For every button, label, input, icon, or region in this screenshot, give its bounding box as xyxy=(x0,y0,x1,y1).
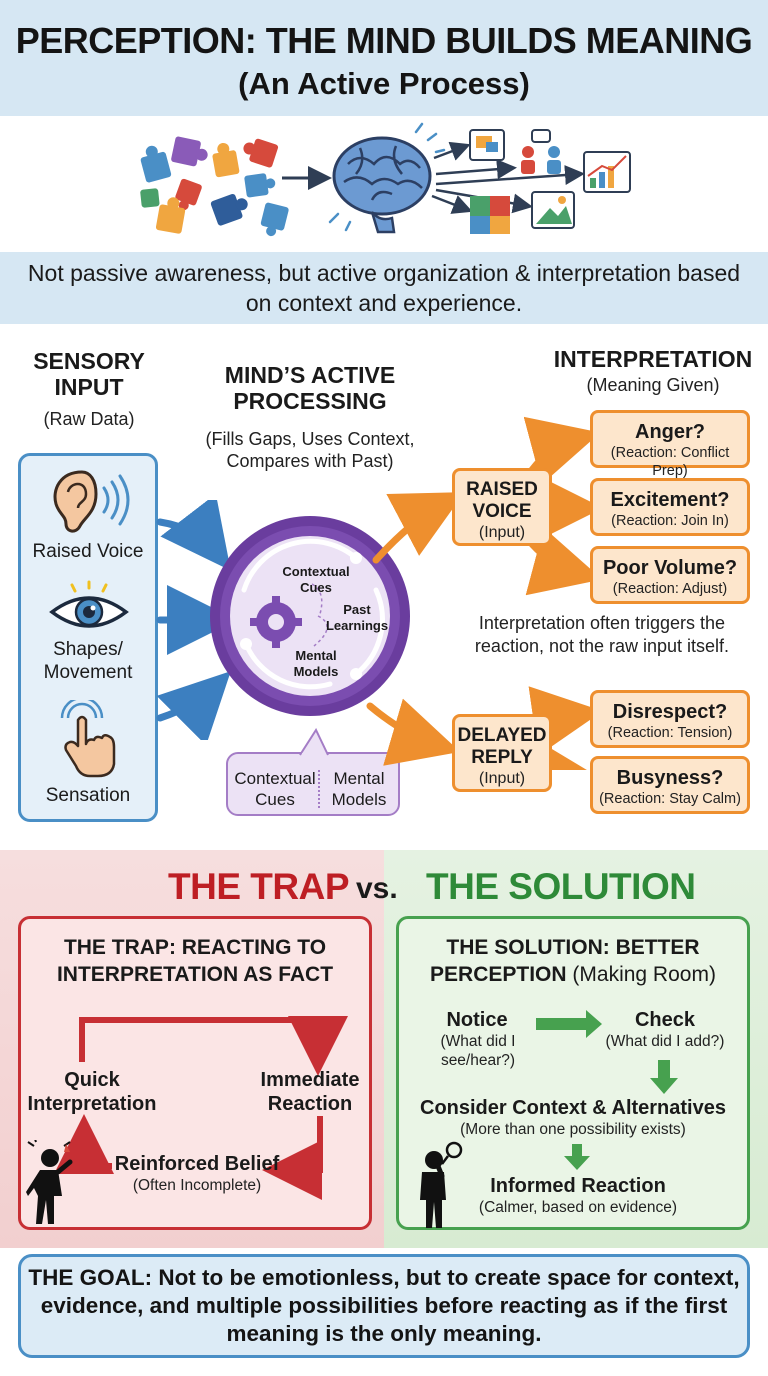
trap-title-line2: INTERPRETATION AS FACT xyxy=(56,963,334,986)
growth-chart-icon xyxy=(583,151,631,193)
touch-hand-icon xyxy=(60,700,116,778)
goal-text: THE GOAL: Not to be emotionless, but to … xyxy=(28,1265,740,1346)
processing-subheading-line1: (Fills Gaps, Uses Context, xyxy=(205,429,415,449)
sense-label-shapes-movement: Shapes/ Movement xyxy=(43,639,133,683)
page-title: PERCEPTION: THE MIND BUILDS MEANING xyxy=(15,20,753,61)
processing-heading-line1: MIND’S ACTIVE xyxy=(224,362,396,388)
presentation-icon xyxy=(469,129,505,161)
stressed-person-icon xyxy=(26,1140,73,1224)
sense-label-sensation: Sensation xyxy=(45,785,131,806)
outcome-sub: (Reaction: Join In) xyxy=(611,513,729,529)
input-box-raised-voice: RAISED VOICE (Input) xyxy=(452,468,552,546)
processing-heading: MIND’S ACTIVE PROCESSING xyxy=(190,362,430,414)
sense-label-raised-voice: Raised Voice xyxy=(32,541,144,562)
trap-reinforced-belief: Reinforced Belief xyxy=(114,1153,280,1175)
outcome-sub: (Reaction: Adjust) xyxy=(612,581,728,597)
sensory-subheading: (Raw Data) xyxy=(43,409,135,429)
solution-check-sub: (What did I add?) xyxy=(605,1033,725,1050)
trap-immediate-reaction: Immediate Reaction xyxy=(260,1069,360,1115)
processing-heading-line2: PROCESSING xyxy=(233,388,387,414)
outcome-sub: (Reaction: Tension) xyxy=(607,725,733,741)
outcome-box-disrespect: Disrespect? (Reaction: Tension) xyxy=(590,690,750,748)
outcome-sub: (Reaction: Conflict Prep) xyxy=(610,445,730,479)
interpretation-heading: INTERPRETATION xyxy=(553,346,753,372)
tagline: Not passive awareness, but active organi… xyxy=(27,260,741,316)
solution-box xyxy=(396,916,750,1230)
solution-informed-reaction: Informed Reaction xyxy=(490,1175,666,1197)
solution-consider-sub: (More than one possibility exists) xyxy=(460,1121,686,1138)
circle-label-mental-models: Mental Models xyxy=(293,648,339,679)
header-band xyxy=(0,0,768,116)
processing-circle xyxy=(210,516,410,716)
bubble-mental-models: Mental Models xyxy=(331,769,387,809)
input-title: DELAYED REPLY xyxy=(457,725,547,768)
solution-title: THE SOLUTION: BETTER PERCEPTION (Making … xyxy=(400,934,746,988)
outcome-title: Disrespect? xyxy=(612,701,728,723)
outcome-title: Poor Volume? xyxy=(602,557,738,579)
ear-icon xyxy=(53,470,130,533)
brain-icon xyxy=(328,122,446,234)
processing-subheading: (Fills Gaps, Uses Context, Compares with… xyxy=(180,428,440,472)
input-sub: (Input) xyxy=(478,770,526,787)
solution-notice: Notice xyxy=(446,1009,508,1031)
bubble-tail xyxy=(299,728,329,756)
people-talking-icon xyxy=(521,129,561,174)
solution-title-line1: THE SOLUTION: BETTER xyxy=(446,936,700,959)
solution-flow-arrows xyxy=(536,1010,678,1170)
solution-check: Check xyxy=(634,1009,696,1031)
input-box-delayed-reply: DELAYED REPLY (Input) xyxy=(452,714,552,792)
outcome-box-excitement: Excitement? (Reaction: Join In) xyxy=(590,478,750,536)
input-title: RAISED VOICE xyxy=(466,479,538,522)
puzzle-brain-illustration xyxy=(140,122,631,237)
bubble-divider xyxy=(318,770,320,808)
trap-title: THE TRAP: REACTING TO INTERPRETATION AS … xyxy=(22,934,368,988)
circle-label-past-learnings: Past Learnings xyxy=(325,602,389,633)
puzzle-pieces-icon xyxy=(140,136,289,237)
page-subtitle: (An Active Process) xyxy=(238,66,530,101)
sensory-heading-line2: INPUT xyxy=(54,374,124,400)
outcome-title: Excitement? xyxy=(610,489,730,511)
bubble-contextual-cues: Contextual Cues xyxy=(234,769,316,809)
gear-icon xyxy=(250,596,302,648)
eye-icon xyxy=(49,580,129,628)
interpretation-subheading: (Meaning Given) xyxy=(586,375,720,395)
sensory-heading: SENSORY INPUT xyxy=(14,348,164,400)
solution-informed-sub: (Calmer, based on evidence) xyxy=(478,1199,678,1216)
trap-title-line1: THE TRAP: REACTING TO xyxy=(63,936,327,959)
sensory-to-mind-arrows xyxy=(156,500,237,740)
processing-subheading-line2: Compares with Past) xyxy=(226,451,394,471)
tagline-band xyxy=(0,252,768,324)
solution-title-rest: (Making Room) xyxy=(572,963,716,986)
circle-label-contextual-cues: Contextual Cues xyxy=(282,564,350,595)
puzzle-assembled-icon xyxy=(470,196,510,234)
trap-quick-interpretation: Quick Interpretation xyxy=(27,1069,157,1115)
input-sub: (Input) xyxy=(478,524,526,541)
interpretation-note: Interpretation often triggers the reacti… xyxy=(474,613,730,656)
trap-cycle-arrows xyxy=(54,1016,348,1200)
outcome-title: Anger? xyxy=(635,421,705,443)
outcome-box-busyness: Busyness? (Reaction: Stay Calm) xyxy=(590,756,750,814)
outcome-box-poor-volume: Poor Volume? (Reaction: Adjust) xyxy=(590,546,750,604)
solution-notice-sub: (What did I see/hear?) xyxy=(440,1033,516,1069)
landscape-image-icon xyxy=(531,191,575,229)
versus-solution-heading: THE SOLUTION xyxy=(426,866,696,907)
goal-box xyxy=(18,1254,750,1358)
versus-trap-heading: THE TRAP xyxy=(168,866,350,907)
solution-title-bold: PERCEPTION xyxy=(430,963,567,986)
solution-consider: Consider Context & Alternatives xyxy=(420,1097,726,1119)
thinking-person-icon xyxy=(420,1141,463,1228)
outcome-box-anger: Anger? (Reaction: Conflict Prep) xyxy=(590,410,750,479)
outcome-title: Busyness? xyxy=(616,767,724,789)
trap-reinforced-sub: (Often Incomplete) xyxy=(132,1177,262,1194)
outcome-sub: (Reaction: Stay Calm) xyxy=(599,791,741,807)
versus-vs: vs. xyxy=(356,872,398,905)
sensory-heading-line1: SENSORY xyxy=(33,348,145,374)
